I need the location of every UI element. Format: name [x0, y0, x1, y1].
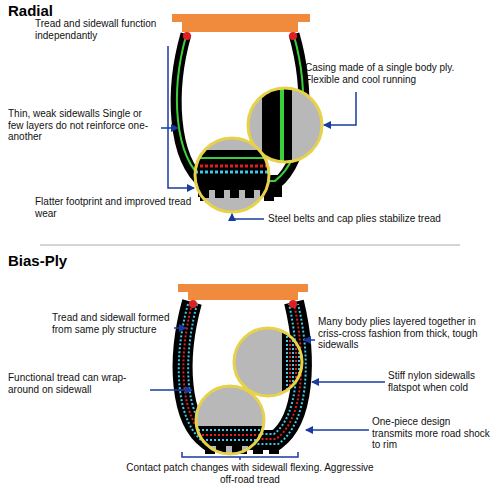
callout-text: Flatter footprint and improved tread wea… [35, 196, 205, 219]
bias-ply-tire [178, 284, 308, 454]
callout-text: Contact patch changes with sidewall flex… [120, 462, 380, 485]
callout-text: Many body plies layered together in cris… [318, 316, 490, 351]
callout-text: Functional tread can wrap-around on side… [8, 372, 148, 395]
divider [40, 245, 460, 246]
callout-text: Stiff nylon sidewalls flatspot when cold [388, 370, 493, 393]
callout-text: Tread and sidewall formed from same ply … [52, 312, 172, 335]
callout-text: Casing made of a single body ply. Flexib… [305, 62, 490, 85]
callout-text: Tread and sidewall function independantl… [35, 18, 185, 41]
radial-tire [172, 14, 322, 212]
callout-text: One-piece design transmits more road sho… [372, 416, 492, 451]
section-title: Radial [8, 2, 88, 19]
section-title: Bias-Ply [8, 252, 108, 269]
callout-text: Thin, weak sidewalls Single or few layer… [8, 108, 158, 143]
callout-text: Steel belts and cap plies stabilize trea… [268, 213, 468, 225]
